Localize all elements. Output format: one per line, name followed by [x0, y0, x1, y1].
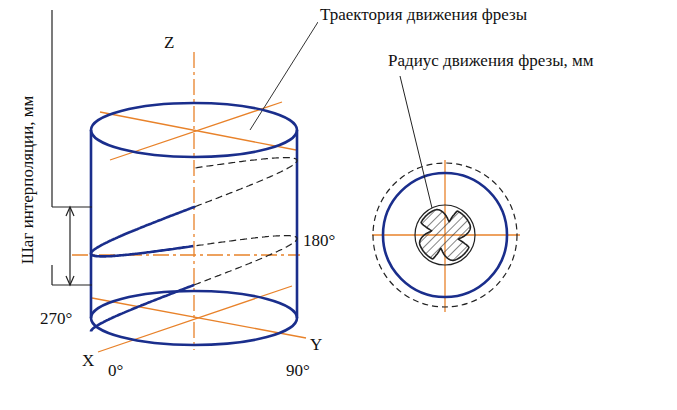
angle-label: 270°: [40, 310, 72, 329]
cutter-section: [372, 76, 520, 312]
helix-segment: [194, 158, 297, 207]
axis-lines: [72, 22, 318, 352]
callout-text: Радиус движения фрезы, мм: [386, 52, 596, 71]
helix-segment: [91, 207, 195, 257]
axis-name: X: [82, 352, 94, 371]
helix-segment: [193, 236, 297, 285]
axis-title: Шаг интерполяции, мм: [19, 96, 38, 265]
step-dimension: [52, 10, 92, 285]
cylinder: [91, 103, 297, 345]
angle-label: 90°: [286, 362, 310, 381]
angle-label: 0°: [108, 362, 123, 381]
axis-name: Y: [310, 336, 322, 355]
callout-text: Траектория движения фрезы: [318, 6, 529, 25]
helix-segment: [91, 285, 194, 332]
axis-name: Z: [164, 34, 174, 53]
angle-label: 180°: [303, 232, 335, 251]
cutter-trajectory: [91, 158, 297, 332]
